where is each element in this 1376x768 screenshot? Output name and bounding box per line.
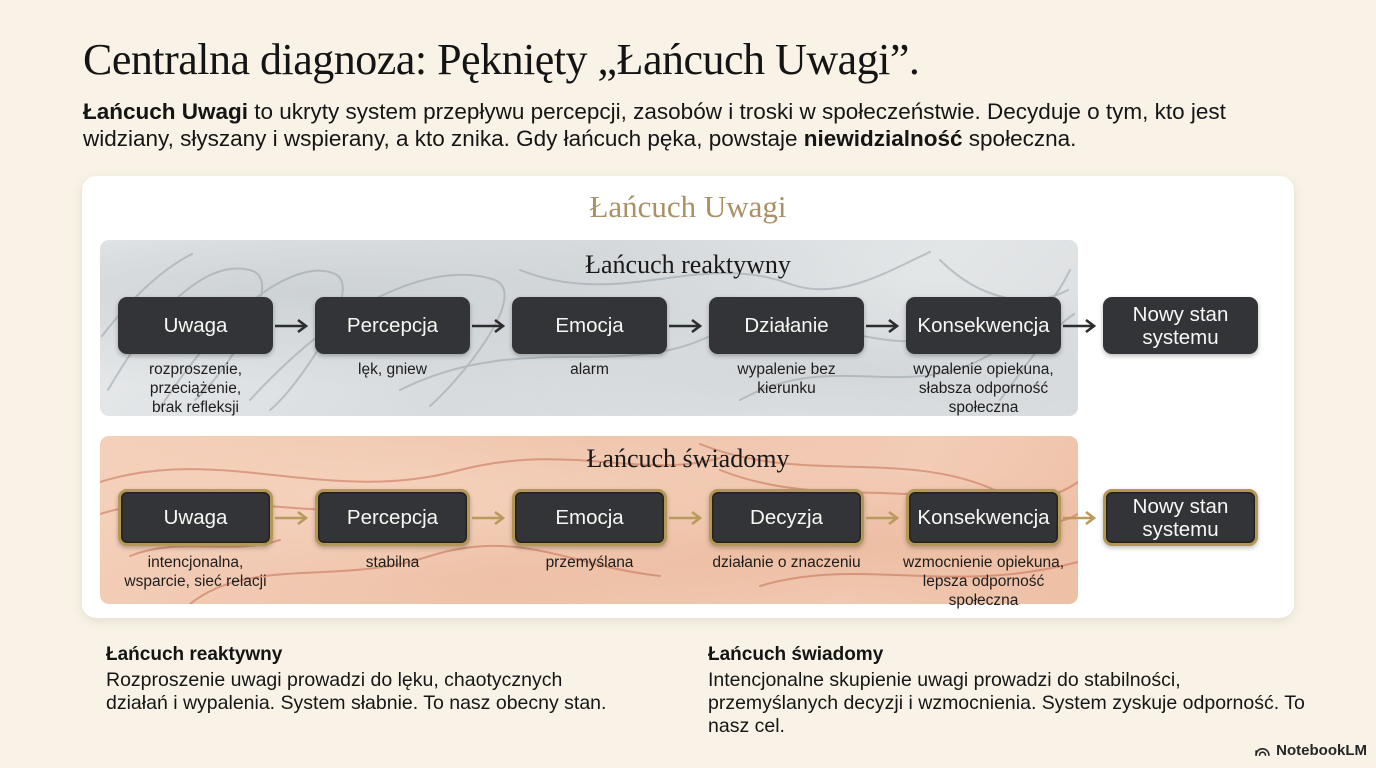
conscious-node-konsekwencja: Konsekwencja <box>906 489 1061 546</box>
arrow-right-icon <box>273 510 315 526</box>
caption: wypalenie bez kierunku <box>737 361 836 397</box>
caption: alarm <box>570 361 609 378</box>
reactive-node-nowy-stan: Nowy stan systemu <box>1103 297 1258 354</box>
caption: przemyślana <box>545 554 634 571</box>
arrow-right-icon <box>470 318 512 334</box>
reactive-node-dzialanie: Działanie <box>709 297 864 354</box>
conscious-node-nowy-stan: Nowy stan systemu <box>1103 489 1258 546</box>
reactive-summary-body: Rozproszenie uwagi prowadzi do lęku, cha… <box>106 669 607 714</box>
conscious-captions-row: intencjonalna, wsparcie, sieć relacji st… <box>97 553 1279 610</box>
arrow-right-icon <box>1061 510 1103 526</box>
attention-chain-card: Łańcuch Uwagi <box>82 176 1294 618</box>
conscious-node-decyzja: Decyzja <box>709 489 864 546</box>
arrow-right-icon <box>667 510 709 526</box>
reactive-node-konsekwencja: Konsekwencja <box>906 297 1061 354</box>
caption: wypalenie opiekuna, słabsza odporność sp… <box>913 361 1054 416</box>
reactive-node-percepcja: Percepcja <box>315 297 470 354</box>
reactive-captions-row: rozproszenie, przeciążenie, brak refleks… <box>97 360 1279 417</box>
conscious-summary: Łańcuch świadomy Intencjonalne skupienie… <box>708 644 1308 738</box>
conscious-summary-heading: Łańcuch świadomy <box>708 644 884 665</box>
page-subtitle: Łańcuch Uwagi to ukryty system przepływu… <box>83 99 1275 152</box>
arrow-right-icon <box>1061 318 1103 334</box>
arrow-right-icon <box>864 318 906 334</box>
caption: stabilna <box>365 554 420 571</box>
page-title: Centralna diagnoza: Pęknięty „Łańcuch Uw… <box>83 35 920 84</box>
conscious-node-percepcja: Percepcja <box>315 489 470 546</box>
reactive-chain-row: Uwaga Percepcja Emocja Działanie Konsekw… <box>118 297 1258 354</box>
reactive-summary: Łańcuch reaktywny Rozproszenie uwagi pro… <box>106 644 626 715</box>
caption: intencjonalna, wsparcie, sieć relacji <box>124 554 267 590</box>
conscious-chain-title: Łańcuch świadomy <box>586 444 790 473</box>
subtitle-text-1: to ukryty system przepływu percepcji, za… <box>83 99 1226 151</box>
subtitle-bold-2: niewidzialność <box>803 125 963 151</box>
notebooklm-watermark: NotebookLM <box>1254 742 1367 759</box>
subtitle-text-2: społeczna. <box>962 125 1077 151</box>
caption: działanie o znaczeniu <box>712 554 861 571</box>
reactive-summary-heading: Łańcuch reaktywny <box>106 644 283 665</box>
arrow-right-icon <box>864 510 906 526</box>
reactive-node-emocja: Emocja <box>512 297 667 354</box>
notebooklm-logo-icon <box>1255 748 1270 756</box>
caption <box>1082 360 1279 417</box>
subtitle-bold-lead: Łańcuch Uwagi <box>83 99 249 124</box>
caption: wzmocnienie opiekuna, lepsza odporność s… <box>902 554 1065 609</box>
arrow-right-icon <box>273 318 315 334</box>
arrow-right-icon <box>470 510 512 526</box>
conscious-chain-row: Uwaga Percepcja Emocja Decyzja Konsekwen… <box>118 489 1258 546</box>
caption: rozproszenie, przeciążenie, brak refleks… <box>148 361 243 416</box>
conscious-summary-body: Intencjonalne skupienie uwagi prowadzi d… <box>708 669 1305 737</box>
diagram-title: Łańcuch Uwagi <box>589 189 787 224</box>
notebooklm-brand-text: NotebookLM <box>1276 742 1367 759</box>
caption: lęk, gniew <box>358 361 427 378</box>
arrow-right-icon <box>667 318 709 334</box>
reactive-node-uwaga: Uwaga <box>118 297 273 354</box>
reactive-chain-title: Łańcuch reaktywny <box>585 250 791 279</box>
caption <box>1082 553 1279 610</box>
conscious-node-uwaga: Uwaga <box>118 489 273 546</box>
conscious-node-emocja: Emocja <box>512 489 667 546</box>
